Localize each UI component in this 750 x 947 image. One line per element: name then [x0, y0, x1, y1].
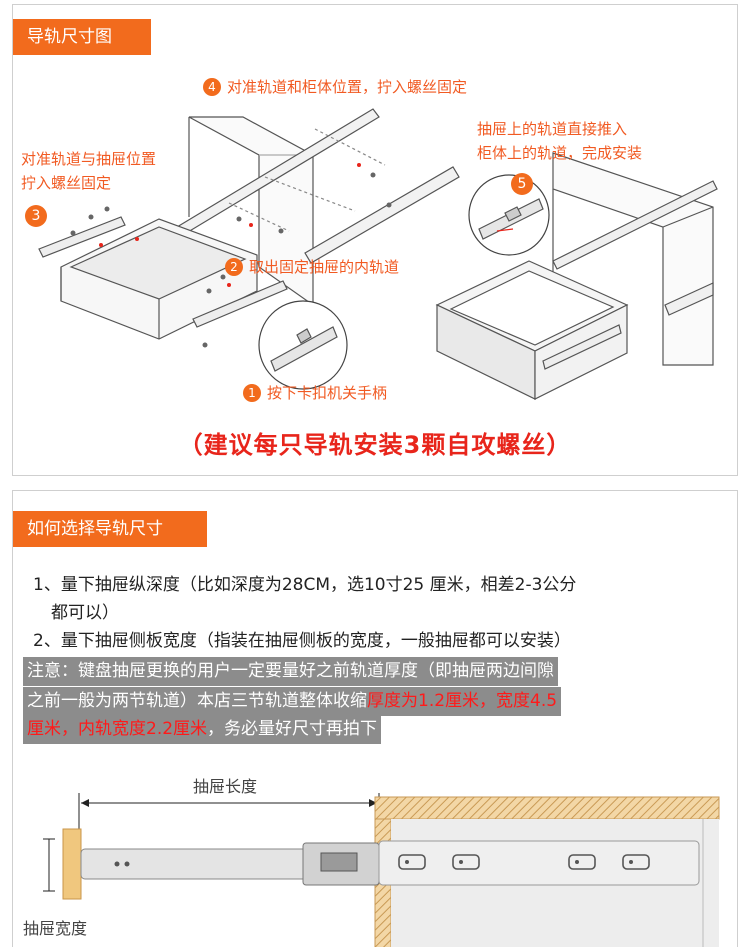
drawer-length-label: 抽屉长度 [193, 777, 258, 796]
step-5-line1: 抽屉上的轨道直接推入 [477, 120, 628, 138]
step-3-line2: 拧入螺丝固定 [21, 174, 112, 192]
step-4-note: 4 对准轨道和柜体位置，拧入螺丝固定 [203, 75, 467, 99]
step-2-text: 取出固定抽屉的内轨道 [249, 258, 400, 276]
step-2-note: 2 取出固定抽屉的内轨道 [225, 255, 399, 279]
instruction-1-line1: 1、量下抽屉纵深度（比如深度为28CM，选10寸25 厘米，相差2-3公分 [33, 575, 577, 595]
screw-recommendation: （建议每只导轨安装3颗自攻螺丝） [178, 431, 572, 459]
step-3-badge: 3 [25, 205, 47, 227]
section-title-rail-selection: 如何选择导轨尺寸 [13, 511, 207, 547]
step-3-line1: 对准轨道与抽屉位置 [21, 150, 157, 168]
instruction-2: 2、量下抽屉侧板宽度（指装在抽屉侧板的宽度，一般抽屉都可以安装） [33, 631, 571, 651]
step-3-note: 对准轨道与抽屉位置 拧入螺丝固定 [21, 147, 156, 195]
step-1-note: 1 按下卡扣机关手柄 [243, 381, 387, 405]
note-line-2: 之前一般为两节轨道）本店三节轨道整体收缩厚度为1.2厘米，宽度4.5 [23, 687, 562, 716]
step-4-text: 对准轨道和柜体位置，拧入螺丝固定 [227, 78, 468, 96]
step-5-note: 抽屉上的轨道直接推入 柜体上的轨道，完成安装 [477, 117, 642, 165]
installation-illustration [38, 108, 718, 400]
note-line-2-red: 厚度为1.2厘米，宽度4.5 [367, 691, 558, 711]
note-line-3-red: 厘米，内轨宽度2.2厘米 [27, 719, 208, 739]
note-line-3-text: ，务必量好尺寸再拍下 [207, 719, 378, 739]
step-5-badge: 5 [511, 173, 533, 195]
instruction-1-line2: 都可以） [51, 603, 119, 623]
step-1-badge: 1 [243, 384, 261, 402]
note-line-1: 注意：键盘抽屉更换的用户一定要量好之前轨道厚度（即抽屉两边间隙 [23, 657, 558, 686]
step-5-line2: 柜体上的轨道，完成安装 [477, 144, 643, 162]
rail-size-diagram-panel: 导轨尺寸图 [12, 4, 738, 476]
note-line-3: 厘米，内轨宽度2.2厘米，务必量好尺寸再拍下 [23, 715, 382, 744]
section-title-rail-size: 导轨尺寸图 [13, 19, 151, 55]
step-4-badge: 4 [203, 78, 221, 96]
rail-dimension-diagram [43, 793, 720, 947]
drawer-width-label: 抽屉宽度 [23, 919, 88, 938]
note-line-2-text: 之前一般为两节轨道）本店三节轨道整体收缩 [27, 691, 367, 711]
step-1-text: 按下卡扣机关手柄 [267, 384, 388, 402]
rail-selection-panel: 如何选择导轨尺寸 1、量下抽屉纵深度（比如深度为28CM，选10寸25 厘米，相… [12, 490, 738, 947]
step-2-badge: 2 [225, 258, 243, 276]
